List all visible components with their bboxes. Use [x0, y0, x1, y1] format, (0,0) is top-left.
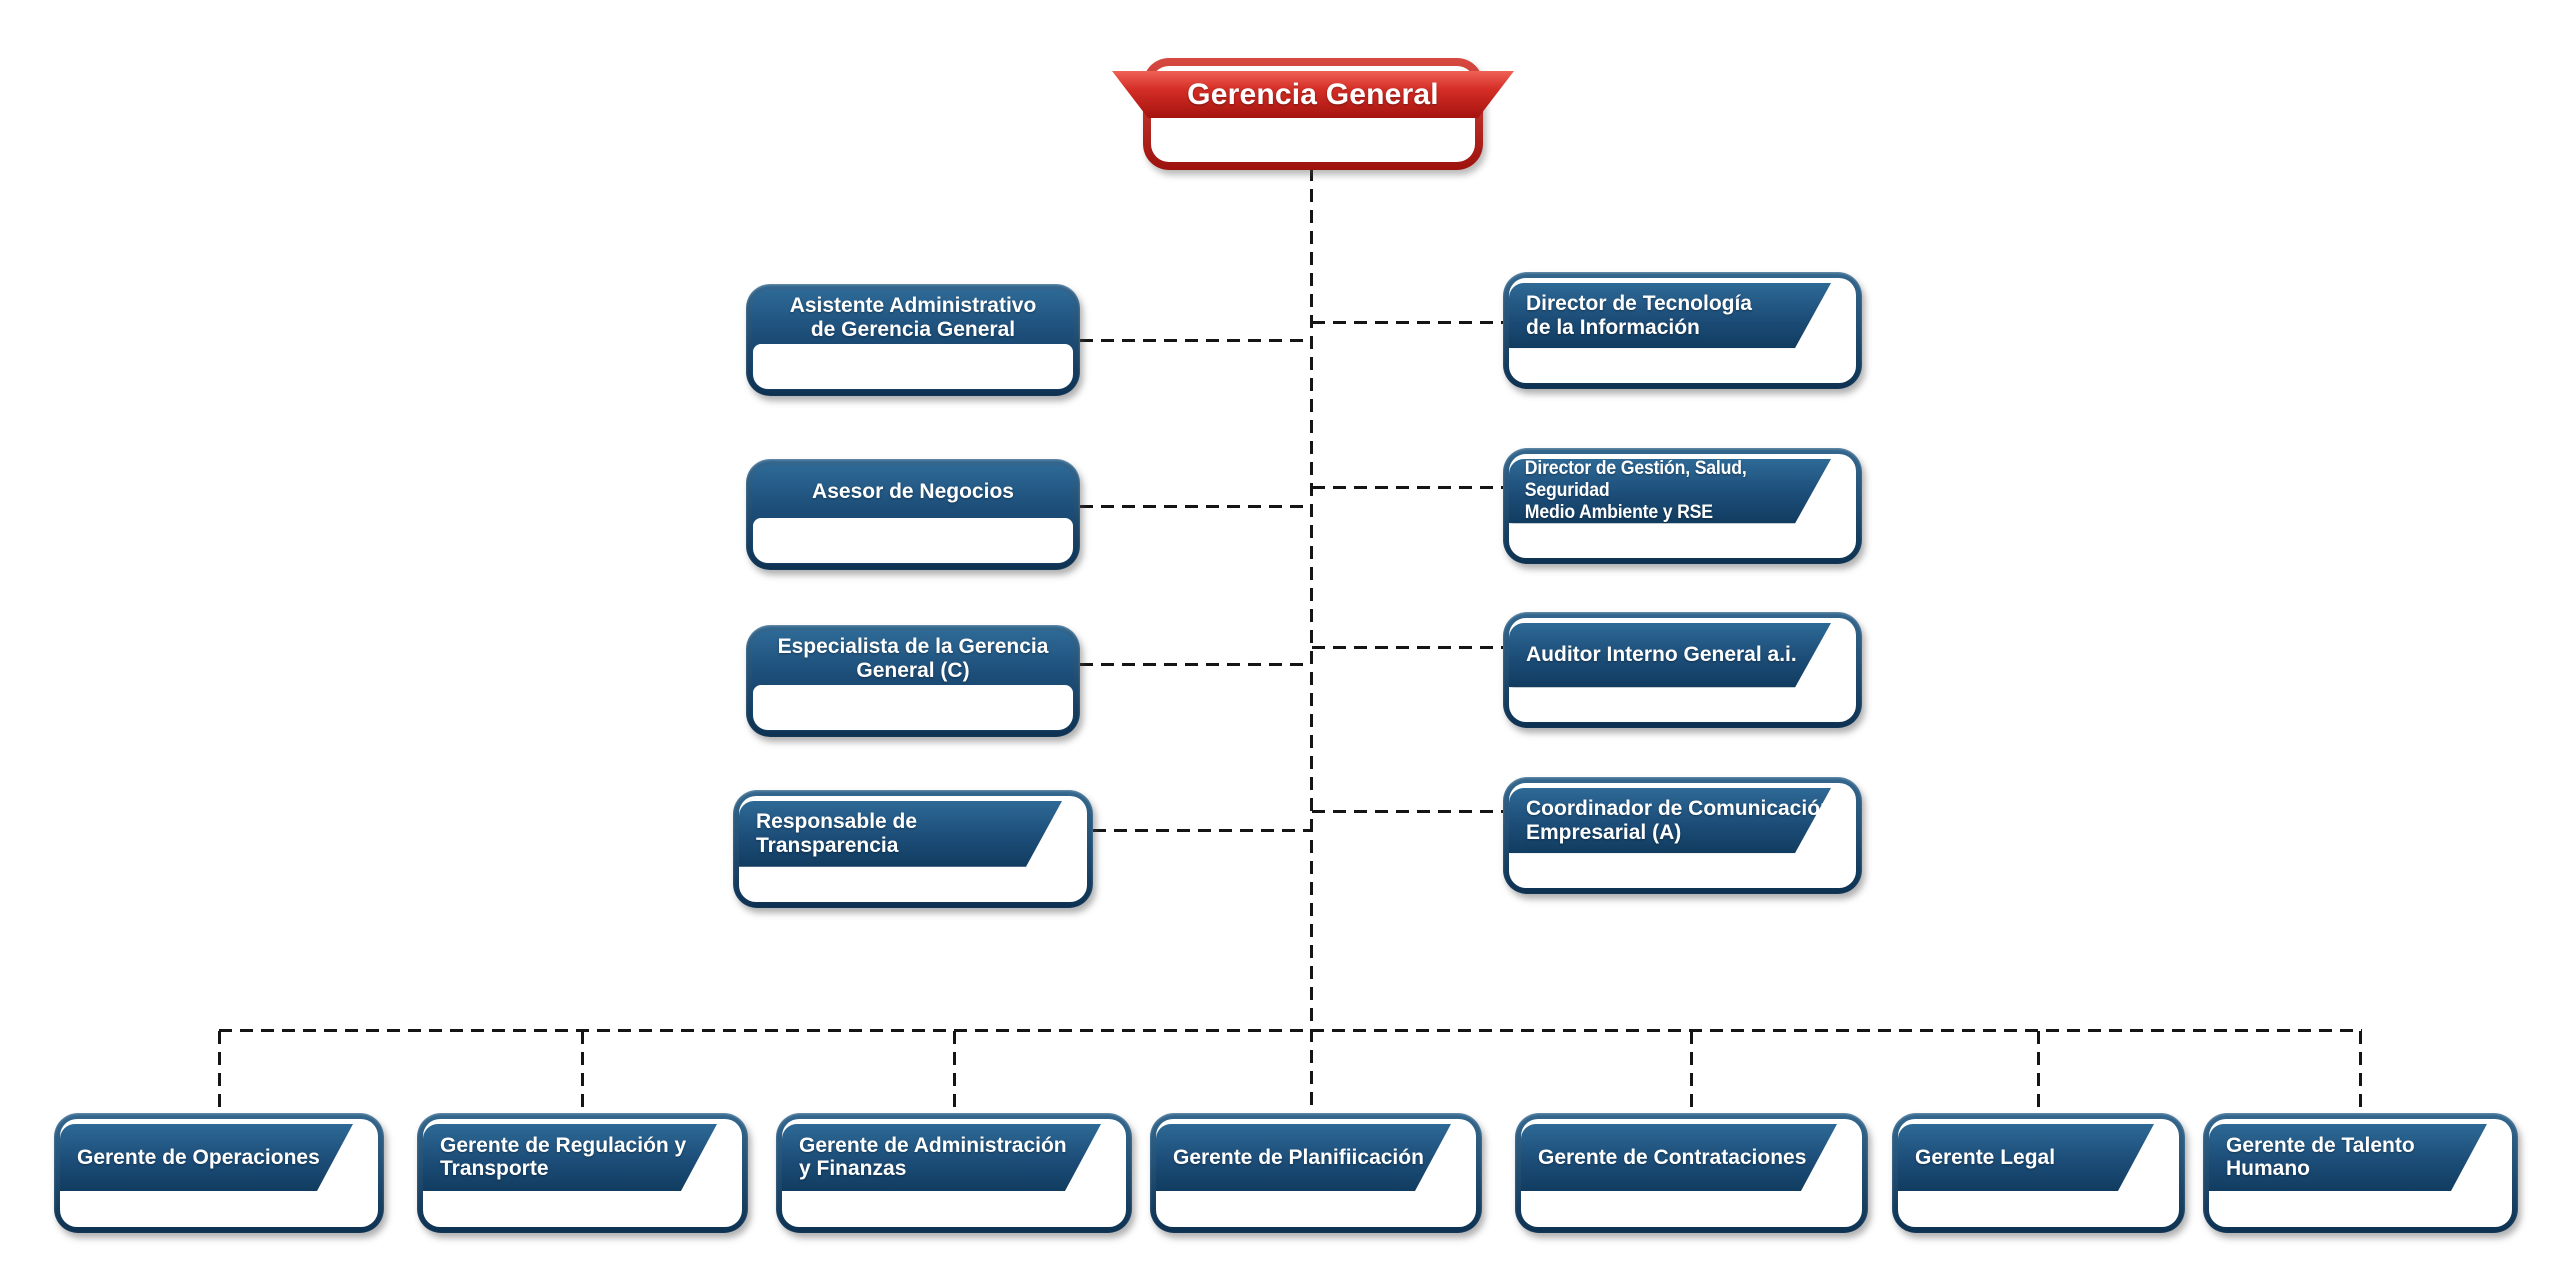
org-node-label: Gerente Legal: [1915, 1145, 2056, 1169]
org-node-auditor-interno: Auditor Interno General a.i.: [1503, 612, 1862, 728]
org-node-label: Gerencia General: [1187, 77, 1439, 111]
org-node-gerente-legal: Gerente Legal: [1892, 1113, 2185, 1233]
org-node-label: Gerente de Regulación y Transporte: [440, 1133, 687, 1181]
org-node-label: Director de Tecnología de la Información: [1526, 292, 1752, 339]
org-node-label: Responsable de Transparencia: [756, 810, 918, 857]
connector-left-3: [1080, 663, 1311, 666]
org-node-gerente-planificacion: Gerente de Planifiicación: [1150, 1113, 1482, 1233]
org-node-gerente-administracion-finanzas: Gerente de Administración y Finanzas: [776, 1113, 1132, 1233]
org-node-gerente-talento-humano: Gerente de Talento Humano: [2203, 1113, 2518, 1233]
connector-right-4: [1312, 810, 1504, 813]
org-node-responsable-transparencia: Responsable de Transparencia: [733, 790, 1093, 908]
connector-right-1: [1312, 321, 1504, 324]
org-node-especialista-gerencia: Especialista de la Gerencia General (C): [746, 625, 1080, 737]
org-node-gerente-contrataciones: Gerente de Contrataciones: [1515, 1113, 1868, 1233]
org-node-label: Coordinador de Comunicación Empresarial …: [1526, 797, 1833, 844]
org-node-director-ti: Director de Tecnología de la Información: [1503, 272, 1862, 389]
org-node-label: Director de Gestión, Salud, Seguridad Me…: [1524, 457, 1747, 524]
connector-drop-2: [581, 1031, 584, 1115]
org-node-gerente-regulacion-transporte: Gerente de Regulación y Transporte: [417, 1113, 748, 1233]
connector-left-2: [1080, 505, 1311, 508]
org-node-label: Asesor de Negocios: [812, 480, 1014, 504]
connector-drop-6: [2037, 1031, 2040, 1115]
connector-left-1: [1080, 339, 1311, 342]
org-node-label: Especialista de la Gerencia General (C): [777, 634, 1049, 682]
connector-right-3: [1312, 646, 1504, 649]
org-node-coordinador-comunicacion: Coordinador de Comunicación Empresarial …: [1503, 777, 1862, 894]
connector-drop-3: [953, 1031, 956, 1115]
org-node-asesor-negocios: Asesor de Negocios: [746, 459, 1080, 570]
org-node-label: Gerente de Operaciones: [77, 1145, 320, 1169]
org-node-label: Auditor Interno General a.i.: [1526, 643, 1797, 667]
connector-drop-7: [2359, 1031, 2362, 1115]
org-node-gerente-operaciones: Gerente de Operaciones: [54, 1113, 384, 1233]
connector-drop-5: [1690, 1031, 1693, 1115]
connector-left-4: [1093, 829, 1311, 832]
connector-center-vertical: [1310, 168, 1313, 1114]
org-node-gerencia-general: Gerencia General: [1143, 58, 1483, 170]
connector-drop-1: [218, 1031, 221, 1115]
org-node-label: Gerente de Administración y Finanzas: [799, 1133, 1067, 1181]
org-node-director-gestion-ssma-rse: Director de Gestión, Salud, Seguridad Me…: [1503, 448, 1862, 564]
org-node-label: Gerente de Planifiicación: [1173, 1145, 1424, 1169]
org-node-label: Gerente de Talento Humano: [2226, 1133, 2415, 1181]
org-node-label: Asistente Administrativo de Gerencia Gen…: [789, 293, 1037, 341]
root-node-ribbon: Gerencia General: [1112, 71, 1514, 118]
org-node-label: Gerente de Contrataciones: [1538, 1145, 1807, 1169]
org-node-asistente-administrativo: Asistente Administrativo de Gerencia Gen…: [746, 284, 1080, 396]
connector-bottom-rail: [219, 1029, 2362, 1032]
connector-right-2: [1312, 486, 1504, 489]
